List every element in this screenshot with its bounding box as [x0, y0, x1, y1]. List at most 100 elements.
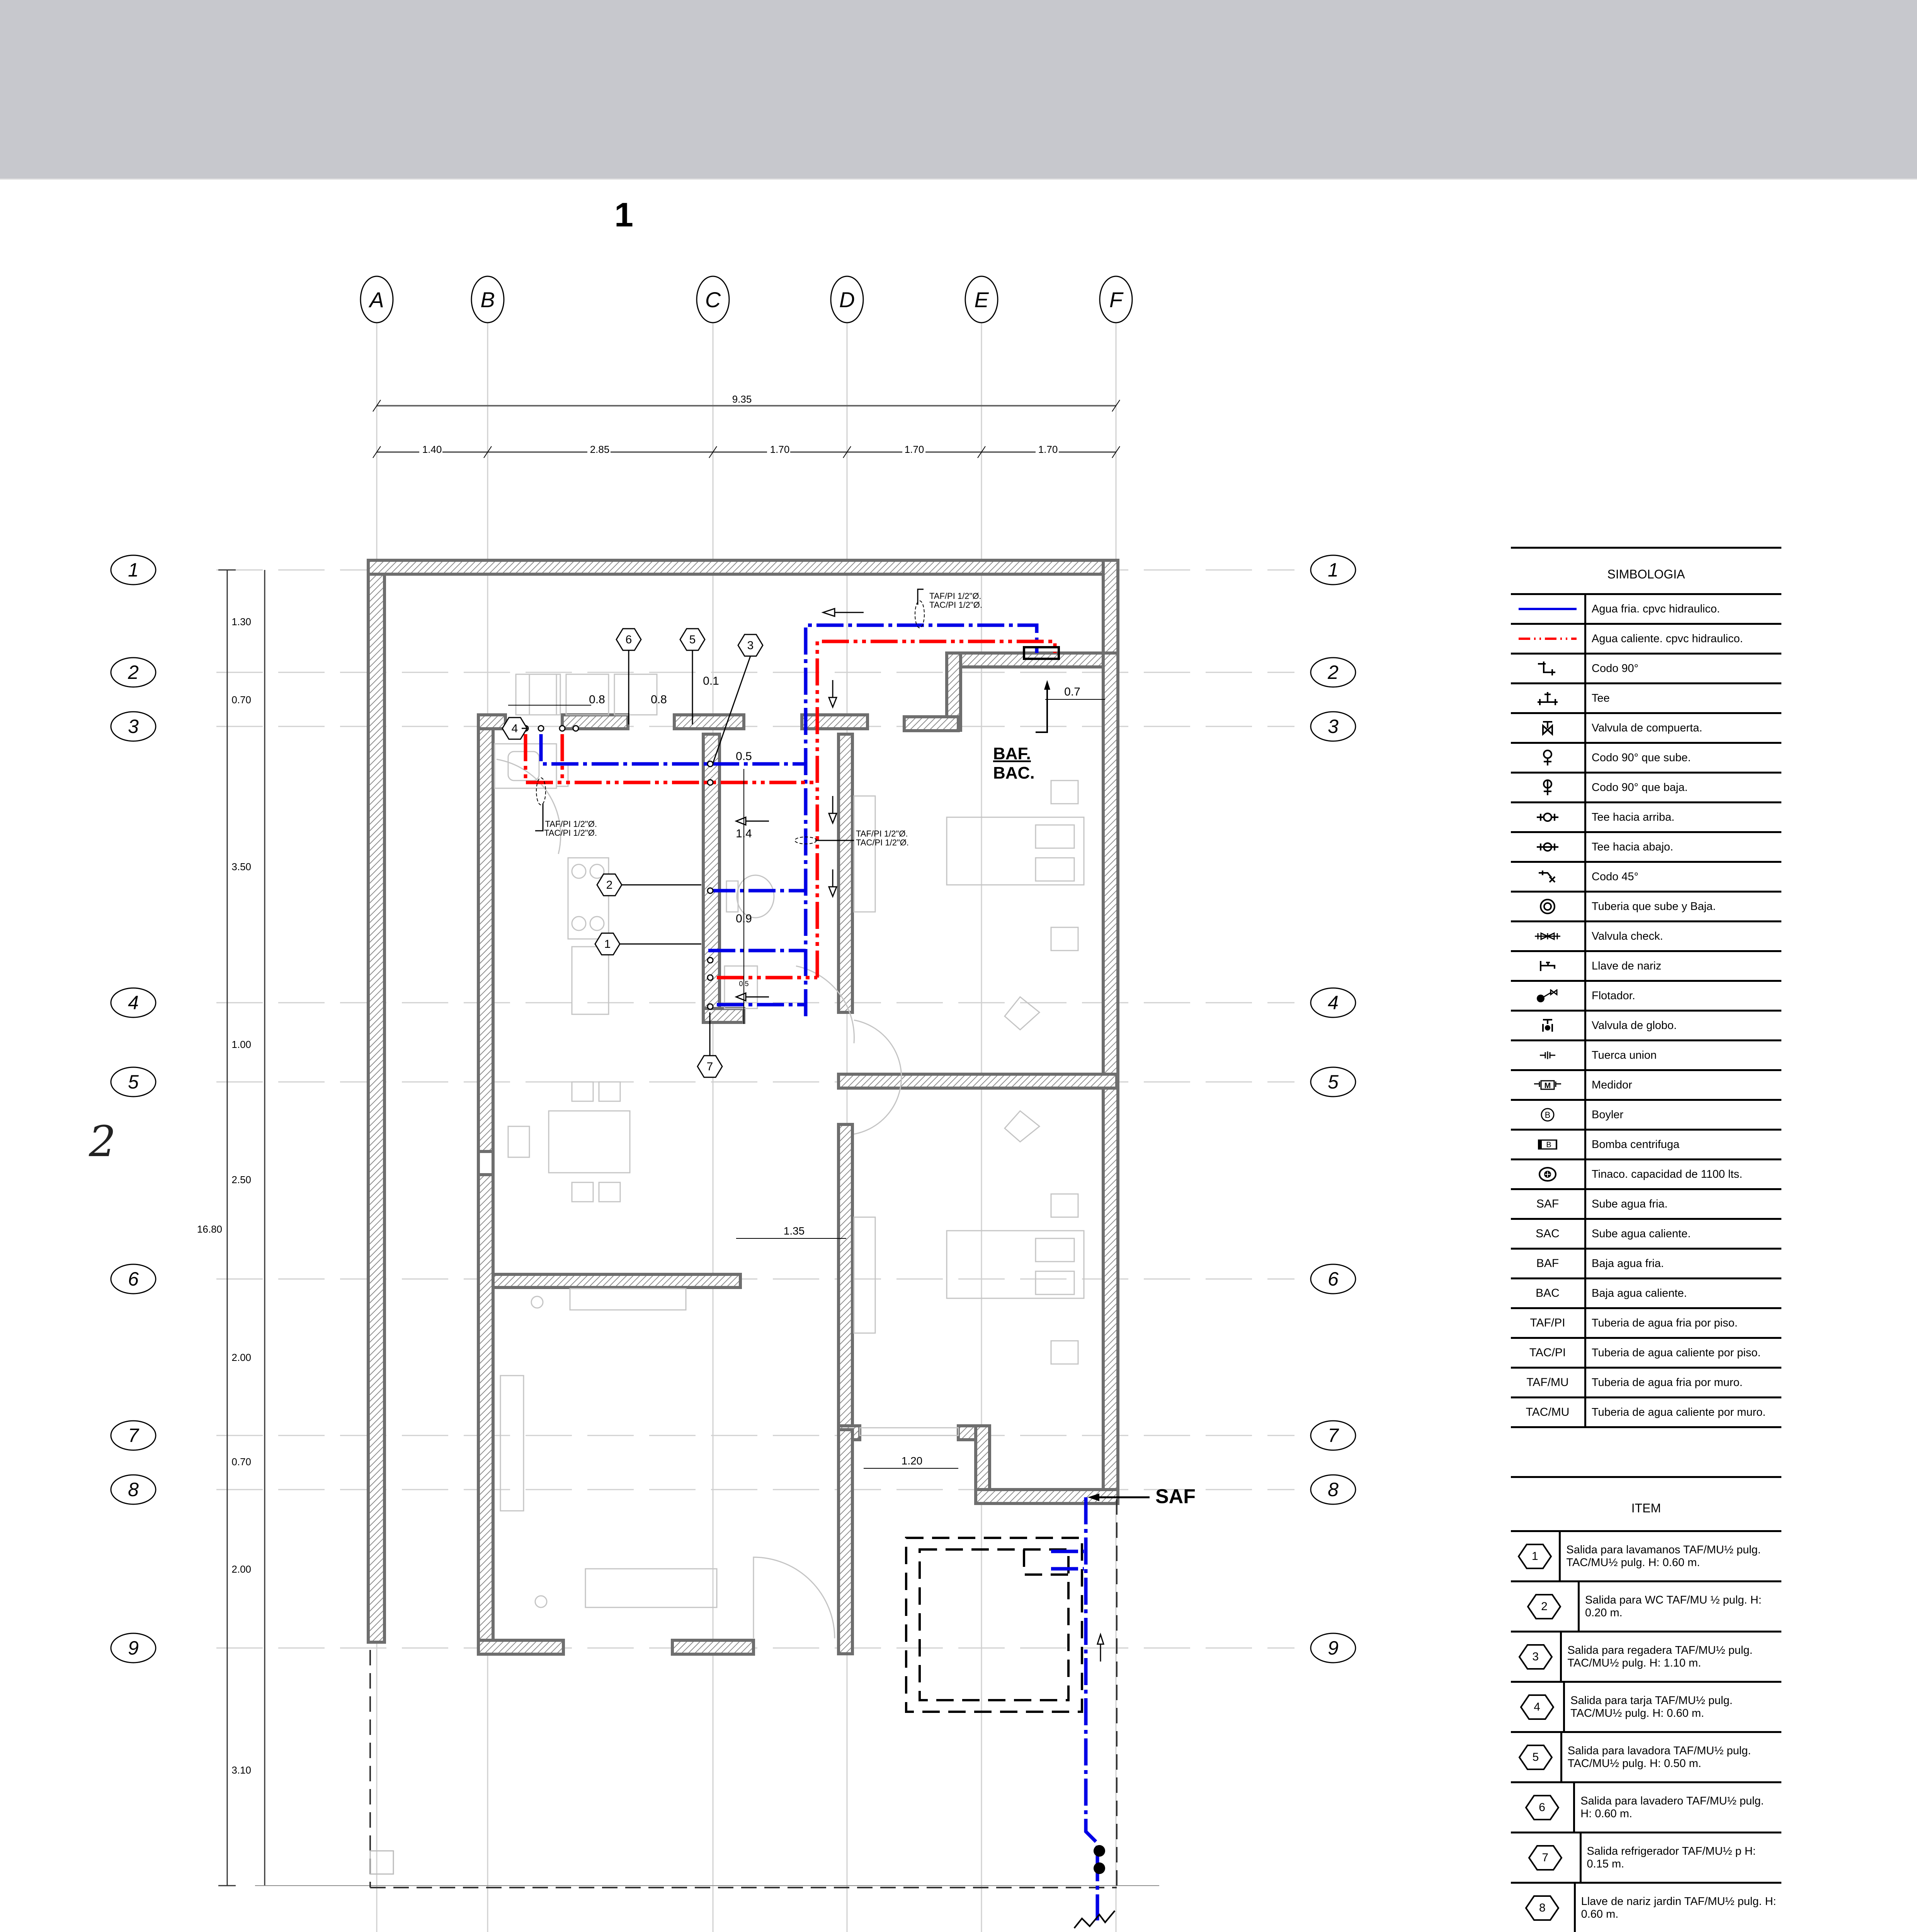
legend-row: Agua caliente. cpvc hidraulico. [1511, 625, 1781, 655]
break-line [1073, 1910, 1116, 1929]
grid-bubble-1-right: 1 [1310, 554, 1356, 585]
legend-row: Codo 90° [1511, 655, 1781, 684]
outlet-callout-3: 3 [712, 634, 764, 764]
svg-text:7: 7 [1328, 1425, 1339, 1446]
svg-text:1.70: 1.70 [905, 444, 924, 455]
pipe-tag-top: TAF/PI 1/2"Ø. [929, 591, 981, 601]
legend-row: Tuberia que sube y Baja. [1511, 893, 1781, 922]
grid-bubble-9-left: 9 [110, 1633, 156, 1663]
svg-text:9.35: 9.35 [732, 393, 752, 405]
svg-text:1: 1 [128, 559, 139, 581]
globe-valve-icon [1542, 1019, 1553, 1032]
svg-text:1.20: 1.20 [902, 1455, 923, 1467]
tank-icon [1539, 1167, 1556, 1182]
svg-text:B: B [1545, 1110, 1551, 1120]
pipe-tag-kitchen: TAF/PI 1/2"Ø. [545, 819, 597, 829]
legend-row: Tee hacia arriba. [1511, 803, 1781, 833]
svg-text:M: M [1544, 1082, 1551, 1090]
item-title: ITEM [1511, 1476, 1781, 1532]
grid-bubble-4-left: 4 [110, 987, 156, 1018]
svg-text:1.70: 1.70 [1038, 444, 1058, 455]
outlet-callout-6: 6 [616, 628, 642, 724]
svg-text:16.80: 16.80 [197, 1223, 222, 1235]
svg-text:1.70: 1.70 [770, 444, 790, 455]
tee-icon [1538, 692, 1558, 705]
handwritten-mark: 2 [89, 1117, 116, 1166]
svg-text:B: B [1546, 1141, 1551, 1149]
legend-row: Codo 45° [1511, 863, 1781, 893]
svg-text:7: 7 [707, 1060, 713, 1073]
gate-valve-icon [1542, 721, 1553, 736]
grid-bubble-6-left: 6 [110, 1264, 156, 1294]
cold-water-pipes [539, 623, 1099, 1920]
svg-text:1: 1 [1328, 559, 1339, 581]
simbologia-legend: SIMBOLOGIA Agua fria. cpvc hidraulico. A… [1511, 547, 1781, 1428]
svg-text:4: 4 [1328, 992, 1339, 1014]
elbow-90-icon [1538, 662, 1555, 675]
svg-text:2.00: 2.00 [231, 1352, 251, 1363]
svg-text:1.40: 1.40 [422, 444, 442, 455]
pipe-tag-bath-2: TAC/PI 1/2"Ø. [856, 838, 909, 847]
pipe-section-marker [536, 777, 546, 805]
yard-boundary [369, 1499, 1118, 1888]
left-dimensions: 1.30 0.70 3.50 1.00 2.50 2.00 0.70 2.00 … [197, 569, 1159, 1886]
legend-row: Tinaco. capacidad de 1100 lts. [1511, 1160, 1781, 1190]
grid-bubble-8-left: 8 [110, 1474, 156, 1505]
grid-bubble-4-right: 4 [1310, 987, 1356, 1018]
tee-up-icon [1537, 813, 1558, 822]
svg-text:6: 6 [128, 1268, 139, 1290]
svg-text:E: E [974, 287, 989, 312]
riser-icon [1540, 899, 1555, 914]
svg-text:0.5: 0.5 [736, 750, 752, 763]
svg-text:0.8: 0.8 [651, 693, 667, 706]
svg-text:A: A [368, 287, 384, 312]
hot-water-pipes [524, 639, 1057, 980]
grid-bubble-7-right: 7 [1310, 1420, 1356, 1451]
svg-text:2: 2 [606, 879, 613, 891]
svg-text:2.00: 2.00 [231, 1563, 251, 1575]
interior-dimensions: 0.8 0.8 0.1 0.5 1.4 0.9 0.5 0.7 1.35 1.2… [508, 675, 1105, 1469]
grid-bubble-6-right: 6 [1310, 1264, 1356, 1294]
grid-bubble-1-left: 1 [110, 554, 156, 585]
pump-icon: B [1538, 1139, 1557, 1150]
union-icon [1540, 1051, 1555, 1059]
svg-text:2: 2 [1327, 662, 1339, 683]
svg-text:8: 8 [1328, 1479, 1339, 1500]
grid-bubble-A-top: A [360, 276, 394, 323]
top-dimensions: 9.35 1.40 2.85 1.70 1.70 1.70 [373, 393, 1120, 458]
valve-icon [1094, 1862, 1105, 1874]
check-valve-icon [1535, 932, 1560, 940]
svg-text:1.35: 1.35 [784, 1225, 805, 1237]
cold-water-line-icon [1519, 608, 1577, 610]
boiler-connection [1023, 646, 1060, 660]
hexagon-icon: 4 [1520, 1694, 1555, 1720]
svg-text:1.00: 1.00 [231, 1039, 251, 1050]
legend-row: Agua fria. cpvc hidraulico. [1511, 595, 1781, 625]
svg-text:3.50: 3.50 [231, 861, 251, 872]
svg-text:C: C [705, 287, 721, 312]
baf-label: BAF. [993, 744, 1031, 763]
svg-text:5: 5 [1328, 1071, 1339, 1093]
legend-row: Codo 90° que sube. [1511, 744, 1781, 774]
grid-bubble-C-top: C [696, 276, 730, 323]
svg-text:5: 5 [128, 1071, 139, 1093]
svg-text:9: 9 [128, 1637, 139, 1659]
svg-text:0.8: 0.8 [589, 693, 605, 706]
grid-bubble-5-right: 5 [1310, 1066, 1356, 1097]
svg-text:0.1: 0.1 [703, 675, 719, 687]
saf-label: SAF [1155, 1485, 1196, 1508]
svg-text:2.85: 2.85 [590, 444, 610, 455]
legend-row: Valvula check. [1511, 922, 1781, 952]
